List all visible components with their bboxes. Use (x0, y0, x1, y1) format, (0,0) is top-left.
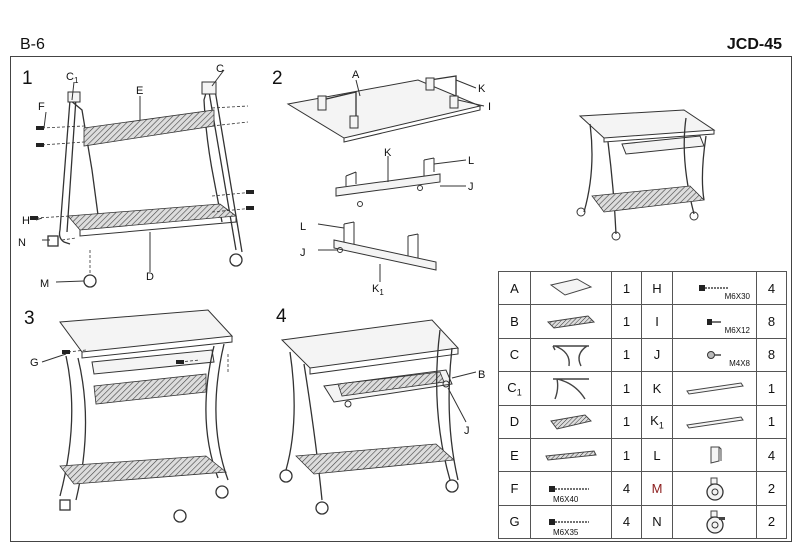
long-bolt-icon: M6X35 (530, 504, 612, 540)
label-g: G (30, 357, 39, 369)
part-letter: K1 (641, 404, 673, 439)
part-letter: F (498, 471, 531, 506)
part-spec: M4X8 (729, 359, 750, 369)
label-h: H (22, 215, 30, 227)
part-letter: G (498, 504, 531, 540)
part-quantity: 4 (611, 504, 642, 540)
part-letter: L (641, 437, 673, 473)
bracket-icon (672, 437, 757, 473)
board-icon (530, 270, 612, 306)
label-l: L (468, 155, 474, 167)
castor-brake-icon (672, 504, 757, 540)
label-b: B (478, 369, 485, 381)
part-quantity: 4 (756, 437, 787, 473)
part-letter: J (641, 337, 673, 373)
label-f: F (38, 101, 45, 113)
step-1-diagram: 1 C1 C E F H N M D (18, 63, 255, 290)
part-letter: I (641, 304, 673, 339)
bolt-icon: M6X30 (672, 270, 757, 306)
label-e: E (136, 85, 143, 97)
label-j: J (464, 425, 470, 437)
part-quantity: 4 (756, 270, 787, 306)
label-k1: K1 (372, 283, 384, 297)
castor-icon (672, 471, 757, 506)
model-code-right: JCD-45 (726, 36, 782, 53)
part-letter: E (498, 437, 531, 473)
label-d: D (146, 271, 154, 283)
part-quantity: 1 (611, 437, 642, 473)
part-spec: M6X12 (724, 325, 750, 335)
part-letter: B (498, 304, 531, 339)
label-c1: C1 (66, 71, 79, 85)
model-code-left: B-6 (20, 36, 45, 53)
rail-icon (672, 404, 757, 439)
part-spec: M6X35 (553, 528, 579, 538)
finished-desk-preview (576, 109, 716, 241)
part-quantity: 1 (611, 404, 642, 439)
part-quantity: 2 (756, 504, 787, 540)
step-2-diagram: 2 A K I K L J L J K1 (272, 68, 491, 297)
part-spec: M6X30 (724, 292, 750, 302)
part-quantity: 2 (756, 471, 787, 506)
part-quantity: 1 (756, 404, 787, 439)
step-number: 3 (24, 308, 35, 329)
rail-icon (672, 371, 757, 406)
mesh-tray-icon (530, 304, 612, 339)
label-j: J (468, 181, 474, 193)
label-j2: J (300, 247, 306, 259)
mesh-shelf-icon (530, 404, 612, 439)
part-quantity: 8 (756, 304, 787, 339)
instruction-frame (10, 56, 792, 542)
part-quantity: 8 (756, 337, 787, 373)
part-quantity: 1 (611, 270, 642, 306)
step-number: 1 (22, 68, 33, 89)
part-letter-text: C (507, 379, 517, 395)
part-letter: N (641, 504, 673, 540)
part-letter: C1 (498, 371, 531, 406)
part-quantity: 1 (611, 304, 642, 339)
part-quantity: 1 (611, 371, 642, 406)
part-letter-text: K (650, 412, 659, 428)
step-3-diagram: 3 G (24, 308, 234, 523)
part-letter: A (498, 270, 531, 306)
step-4-diagram: 4 B J (276, 306, 485, 515)
label-i: I (488, 101, 491, 113)
part-letter: K (641, 371, 673, 406)
label-k-top: K (478, 83, 486, 95)
label-a: A (352, 69, 360, 81)
side-frame-icon (530, 337, 612, 373)
step-number: 4 (276, 306, 287, 327)
long-bolt-icon: M6X40 (530, 471, 612, 506)
screw-icon: M4X8 (672, 337, 757, 373)
part-letter: C (498, 337, 531, 373)
part-quantity: 1 (756, 371, 787, 406)
part-letter: H (641, 270, 673, 306)
part-quantity: 1 (611, 337, 642, 373)
part-letter: M (641, 471, 673, 506)
label-m: M (40, 278, 49, 290)
short-bolt-icon: M6X12 (672, 304, 757, 339)
side-frame-mirror-icon (530, 371, 612, 406)
mesh-panel-icon (530, 437, 612, 473)
part-letter: D (498, 404, 531, 439)
label-c: C (216, 63, 224, 75)
step-number: 2 (272, 68, 283, 89)
label-n: N (18, 237, 26, 249)
label-l2: L (300, 221, 306, 233)
part-quantity: 4 (611, 471, 642, 506)
part-spec: M6X40 (553, 494, 579, 504)
label-k: K (384, 147, 392, 159)
